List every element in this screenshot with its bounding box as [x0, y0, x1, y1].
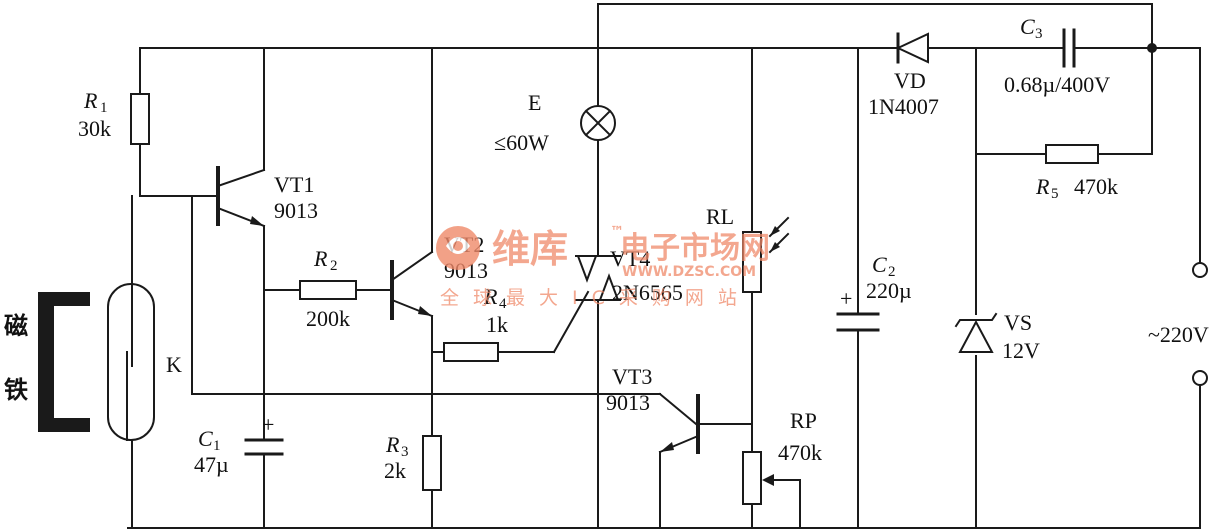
- c1-ref: C: [198, 426, 213, 451]
- resistor-r1: R 1 30k: [78, 88, 150, 145]
- r4-ref: R: [483, 284, 498, 309]
- supply-label: ~220V: [1148, 322, 1209, 347]
- junction-dot: [1147, 43, 1157, 53]
- magnet-shape: [38, 292, 90, 432]
- r1-value: 30k: [78, 116, 111, 141]
- watermark: 维库 ™ 电子市场网 WWW.DZSC.COM 全球最大IC采购网站: [436, 224, 770, 309]
- potentiometer-rp: RP 470k: [742, 408, 822, 505]
- supply-terminals: ~220V: [1148, 262, 1209, 386]
- pot-wiper-arrow: [762, 474, 774, 486]
- vt1-part: 9013: [274, 198, 318, 223]
- magnet-label-1: 磁: [4, 312, 28, 340]
- r3-value: 2k: [384, 458, 406, 483]
- r3-sub: 3: [401, 444, 409, 460]
- transistor-vt1: VT1 9013: [216, 166, 318, 228]
- c1-sub: 1: [213, 438, 221, 454]
- vt3-part: 9013: [606, 390, 650, 415]
- r5-sub: 5: [1051, 186, 1059, 202]
- terminal-top: [1192, 262, 1208, 278]
- c1-polarity: +: [262, 412, 274, 437]
- capacitor-c3: C 3 0.68µ/400V: [1004, 14, 1110, 97]
- vt4-ref: VT4: [610, 246, 650, 271]
- triac-vt4: VT4 2N6565: [575, 246, 683, 305]
- capacitor-c1: + C 1 47µ: [194, 412, 284, 477]
- c2-sub: 2: [888, 264, 896, 280]
- r1-ref: R: [83, 88, 98, 113]
- r2-sub: 2: [330, 258, 338, 274]
- r2-ref: R: [313, 246, 328, 271]
- triac-triangle-up: [598, 273, 620, 301]
- magnet: 磁 铁: [4, 292, 90, 432]
- watermark-logo-icon: [436, 226, 480, 270]
- r4-sub: 4: [499, 296, 507, 312]
- vs-ref: VS: [1004, 310, 1032, 335]
- photoresistor-rl: RL: [706, 204, 790, 293]
- vt4-part: 2N6565: [612, 280, 683, 305]
- r3-ref: R: [385, 432, 400, 457]
- c3-value: 0.68µ/400V: [1004, 72, 1110, 97]
- watermark-title: 电子市场网: [620, 231, 770, 266]
- terminal-bottom: [1192, 370, 1208, 386]
- magnet-label-2: 铁: [4, 376, 28, 404]
- watermark-tm: ™: [610, 224, 624, 240]
- c1-value: 47µ: [194, 452, 229, 477]
- r5-ref: R: [1035, 174, 1050, 199]
- c3-ref: C: [1020, 14, 1035, 39]
- c2-polarity: +: [840, 286, 852, 311]
- r1-sub: 1: [100, 100, 108, 116]
- vs-triangle: [958, 319, 994, 353]
- r2-value: 200k: [306, 306, 350, 331]
- vd-ref: VD: [894, 68, 926, 93]
- resistor-r5: R 5 470k: [1035, 144, 1118, 202]
- r5-value: 470k: [1074, 174, 1118, 199]
- resistor-r2: R 2 200k: [299, 246, 357, 331]
- vs-value: 12V: [1002, 338, 1040, 363]
- vt1-emitter-arrow: [250, 216, 264, 226]
- resistor-r4: R 4 1k: [443, 284, 508, 362]
- reed-switch-k: K: [107, 283, 182, 441]
- watermark-logo: 维库: [492, 227, 568, 271]
- vt3-emitter-arrow: [660, 442, 674, 452]
- transistor-vt3: VT3 9013: [606, 364, 700, 454]
- c2-value: 220µ: [866, 278, 912, 303]
- lamp-e: E ≤60W: [494, 90, 616, 155]
- vt2-emitter-arrow: [418, 306, 432, 316]
- pot-ref: RP: [790, 408, 817, 433]
- c3-sub: 3: [1035, 26, 1043, 42]
- watermark-url: WWW.DZSC.COM: [622, 264, 756, 280]
- triac-triangle-down: [576, 255, 598, 283]
- c2-ref: C: [872, 252, 887, 277]
- capacitor-c2: + C 2 220µ: [836, 252, 912, 332]
- resistor-r3: R 3 2k: [384, 432, 442, 491]
- vt1-ref: VT1: [274, 172, 314, 197]
- vd-triangle: [895, 32, 929, 64]
- watermark-slogan: 全球最大IC采购网站: [440, 287, 751, 309]
- pot-value: 470k: [778, 440, 822, 465]
- vd-part: 1N4007: [868, 94, 939, 119]
- r4-value: 1k: [486, 312, 508, 337]
- vt3-ref: VT3: [612, 364, 652, 389]
- zener-vs: VS 12V: [954, 310, 1040, 363]
- diode-vd: VD 1N4007: [868, 32, 939, 119]
- wiring: [127, 3, 1201, 529]
- ldr-ref: RL: [706, 204, 734, 229]
- lamp-value: ≤60W: [494, 130, 549, 155]
- switch-ref: K: [166, 352, 182, 377]
- lamp-ref: E: [528, 90, 541, 115]
